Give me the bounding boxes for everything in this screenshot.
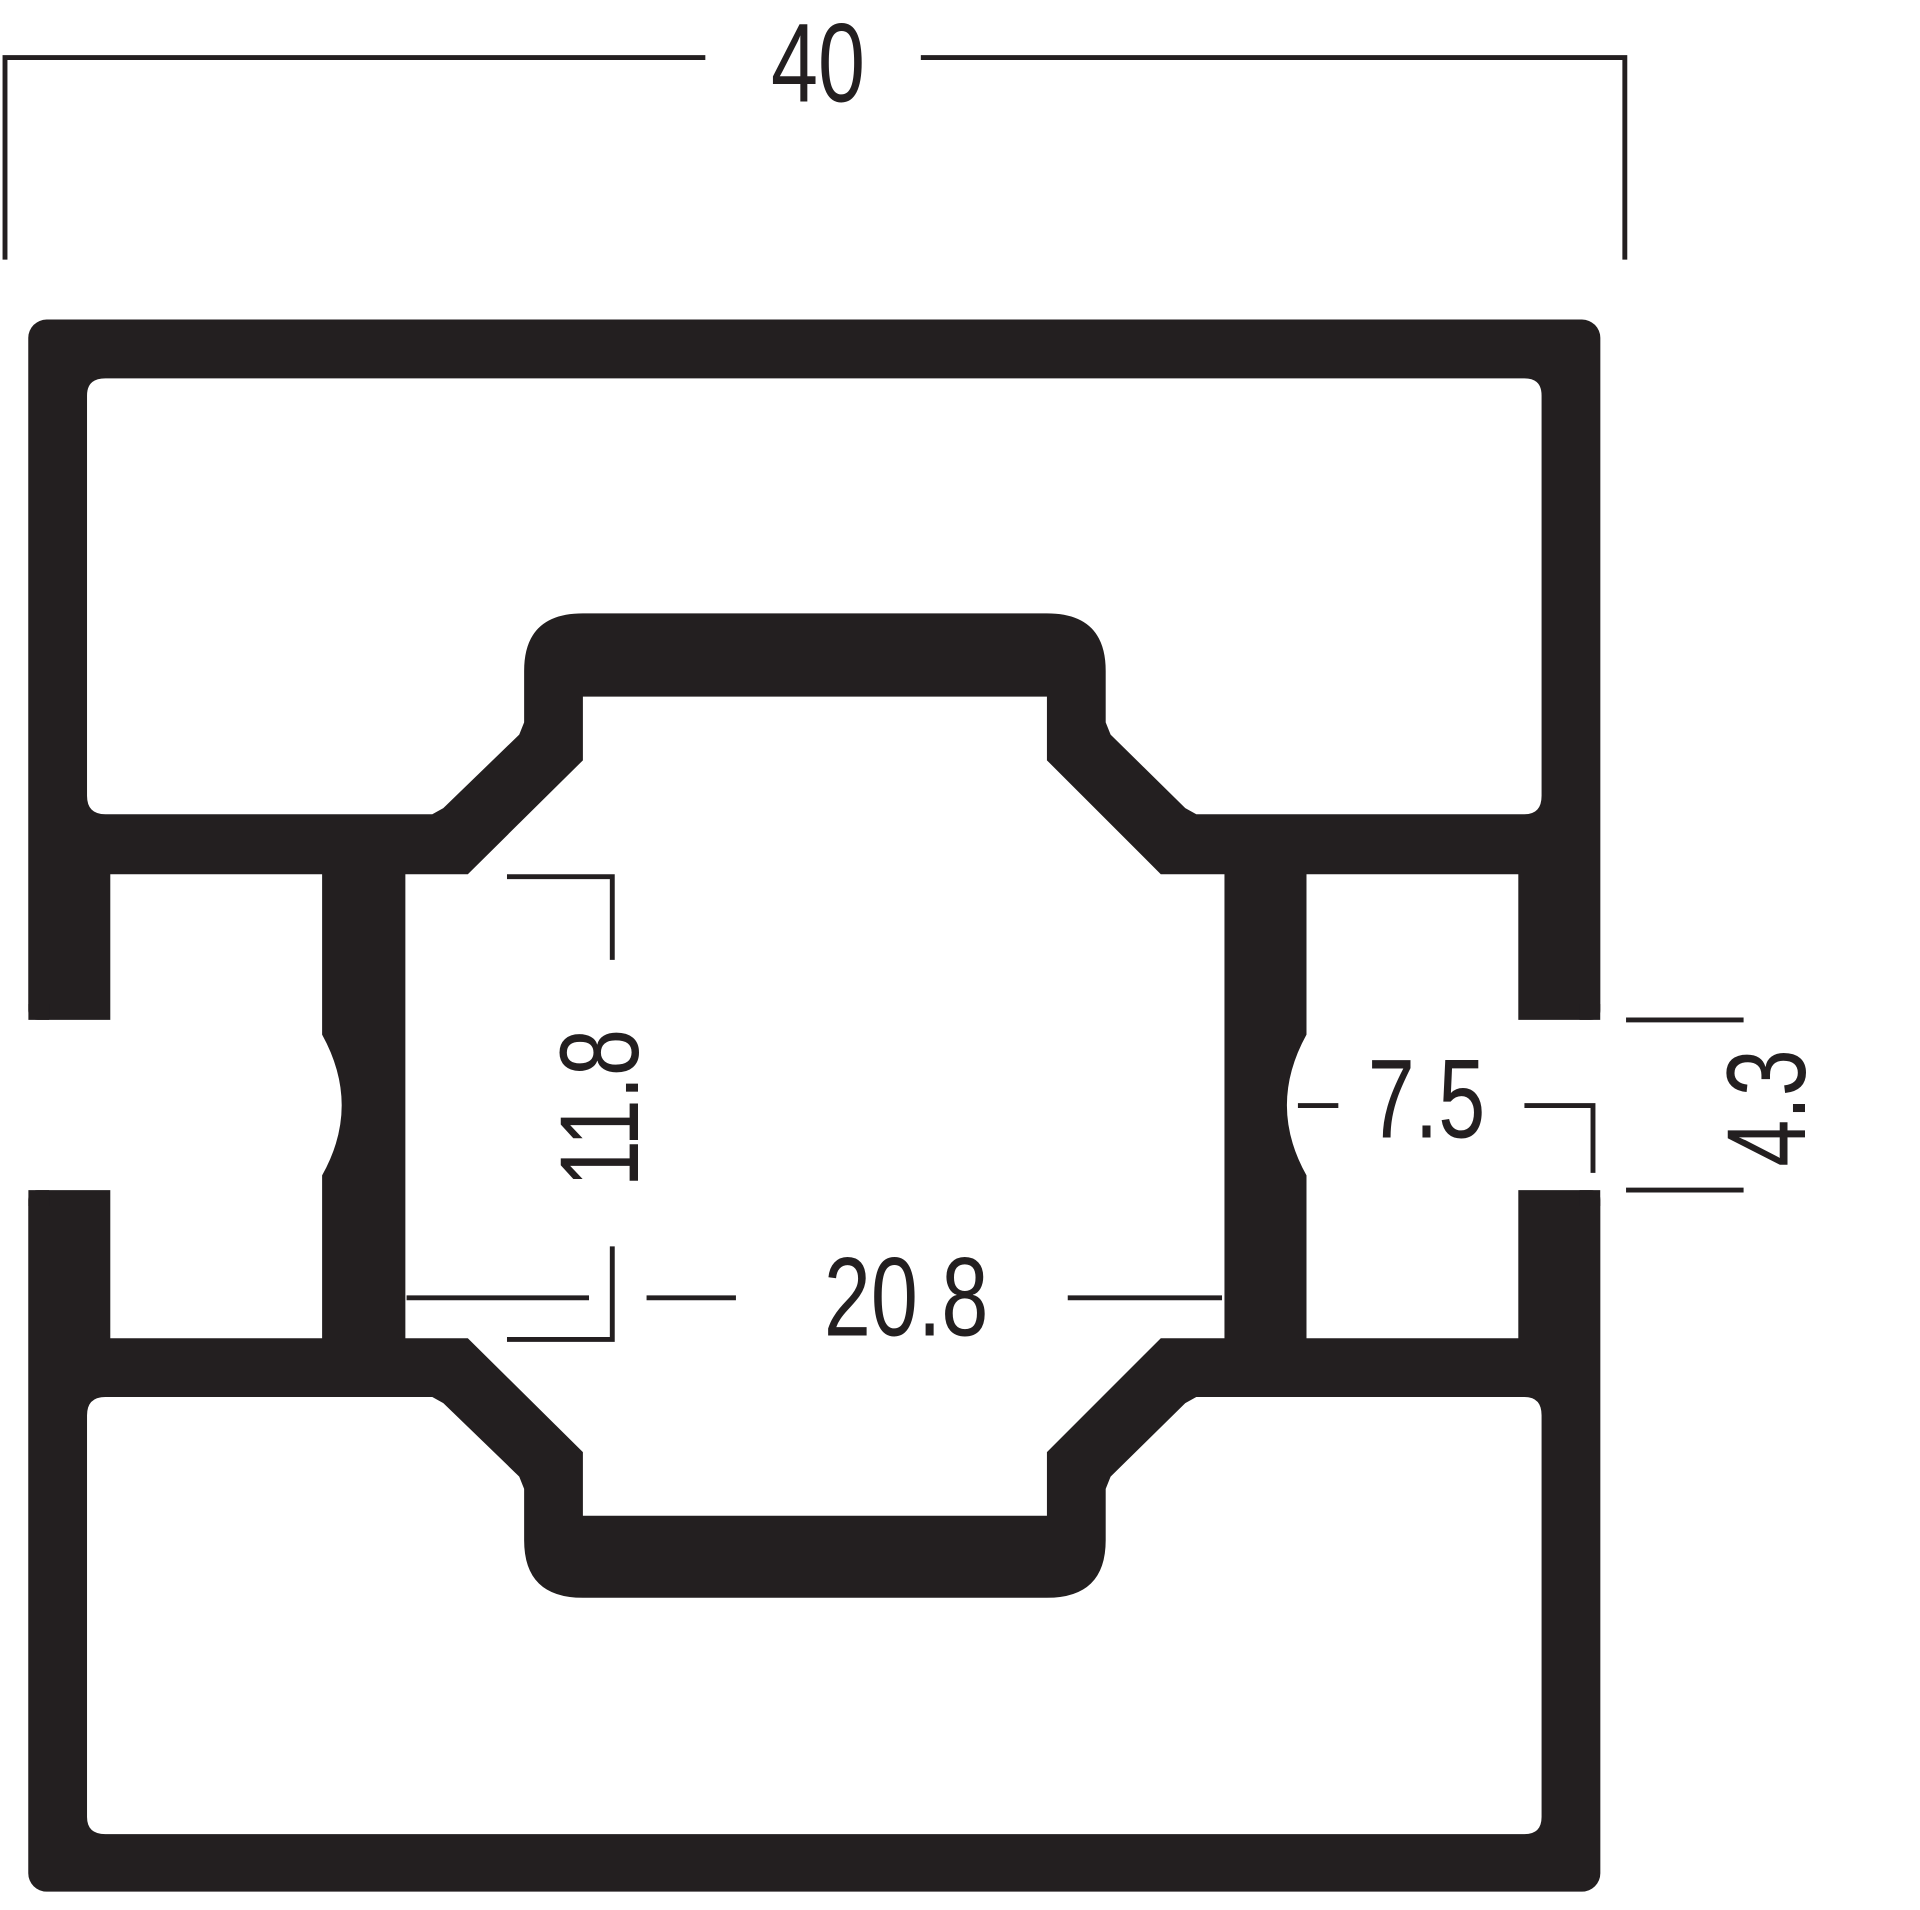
center-core	[405, 696, 1225, 1516]
dimension-core-width: 20.8	[406, 1235, 1223, 1361]
dimension-label-20-8: 20.8	[824, 1235, 988, 1361]
dimension-label-40: 40	[771, 1, 865, 127]
bottom-chamber	[87, 1396, 1542, 1835]
dimension-slot-depth: 11.8	[506, 874, 663, 1342]
dimension-slot-opening: 4.3	[1626, 1017, 1830, 1193]
top-chamber	[87, 378, 1542, 815]
left-slot	[0, 874, 342, 1339]
profile-section	[0, 319, 1920, 1892]
dimension-label-11-8: 11.8	[537, 1029, 663, 1187]
dimension-label-7-5: 7.5	[1368, 1037, 1485, 1163]
dimension-label-4-3: 4.3	[1704, 1049, 1830, 1166]
dimension-slot-width: 7.5	[1297, 1037, 1596, 1173]
dimension-overall-width: 40	[2, 1, 1628, 260]
